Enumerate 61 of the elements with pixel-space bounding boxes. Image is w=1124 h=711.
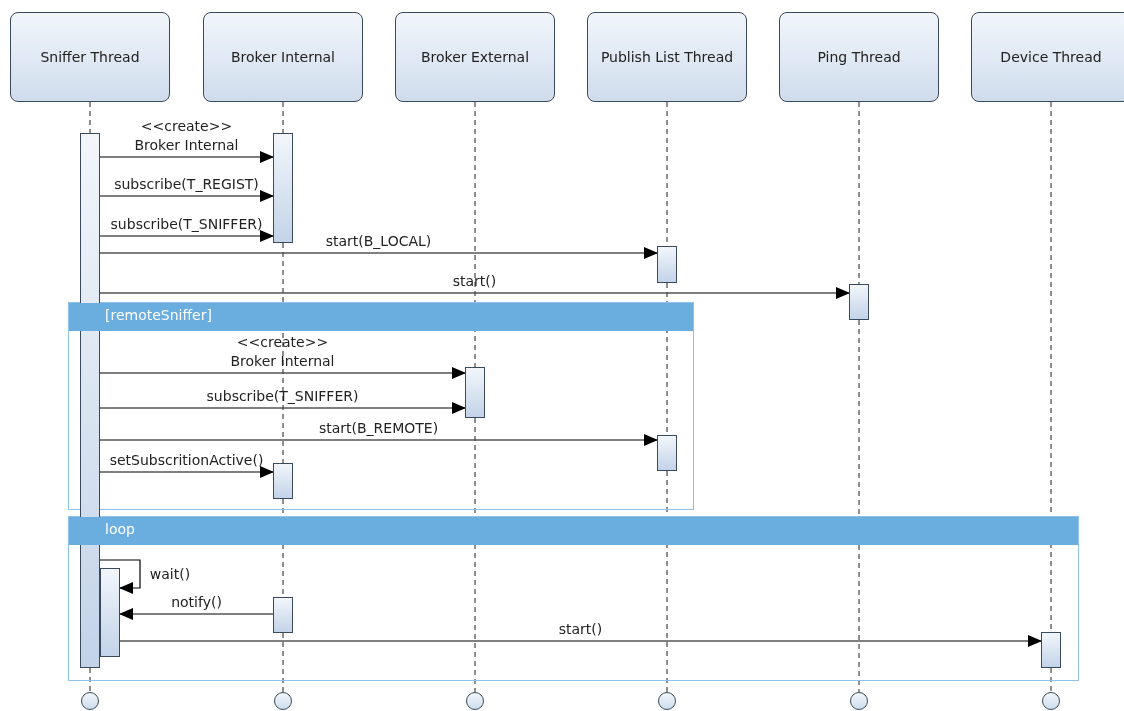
lifeline — [1050, 667, 1052, 693]
lifeline-head-box: Broker Internal — [203, 12, 363, 102]
lifeline-end-circle — [850, 692, 868, 710]
activation-bar — [272, 462, 293, 499]
message-arrow — [99, 247, 658, 259]
activation-bar — [1040, 631, 1061, 668]
lifeline — [666, 470, 668, 693]
lifeline-end-circle — [274, 692, 292, 710]
message-label: start(B_REMOTE) — [318, 419, 439, 438]
message-arrow — [99, 190, 274, 202]
activation-bar — [273, 133, 293, 243]
activation-bar — [656, 434, 677, 471]
lifeline-head-box: Sniffer Thread — [10, 12, 170, 102]
lifeline — [858, 101, 860, 285]
combined-fragment-frame — [68, 302, 694, 510]
self-message-arrow — [99, 559, 141, 594]
lifeline — [89, 101, 91, 134]
message-label: setSubscritionActive() — [109, 451, 264, 470]
message-label: start() — [558, 620, 603, 639]
fragment-guard-label: loop — [105, 521, 135, 537]
lifeline-end-circle — [658, 692, 676, 710]
lifeline-end-circle — [1042, 692, 1060, 710]
message-label: start(B_LOCAL) — [325, 232, 432, 251]
activation-bar — [272, 596, 293, 633]
lifeline — [282, 101, 284, 134]
activation-bar — [80, 133, 100, 668]
lifeline-head-box: Broker External — [395, 12, 555, 102]
message-arrow — [99, 367, 466, 379]
message-label: subscribe(T_SNIFFER) — [206, 387, 359, 406]
activation-bar — [849, 284, 869, 320]
message-label: start() — [452, 272, 497, 291]
lifeline — [474, 417, 476, 693]
message-arrow — [99, 230, 274, 242]
lifeline — [282, 632, 284, 693]
lifeline — [282, 242, 284, 464]
message-arrow — [99, 287, 850, 299]
activation-bar — [99, 567, 120, 657]
message-label: wait() — [149, 565, 191, 584]
message-arrow — [119, 635, 1042, 647]
lifeline-end-circle — [466, 692, 484, 710]
message-arrow — [99, 466, 274, 478]
message-label: <<create>> Broker Internal — [229, 333, 336, 371]
lifeline-head-box: Publish List Thread — [587, 12, 747, 102]
lifeline-head-box: Ping Thread — [779, 12, 939, 102]
message-label: <<create>> Broker Internal — [133, 117, 240, 155]
message-label: subscribe(T_REGIST) — [114, 175, 259, 194]
message-arrow — [99, 151, 274, 163]
lifeline — [474, 101, 476, 368]
lifeline-head-box: Device Thread — [971, 12, 1124, 102]
message-arrow — [99, 434, 658, 446]
lifeline — [858, 319, 860, 693]
message-label: notify() — [171, 593, 222, 612]
activation-bar — [657, 246, 677, 283]
message-arrow — [119, 608, 274, 620]
lifeline-end-circle — [81, 692, 99, 710]
fragment-guard-label: [remoteSniffer] — [105, 307, 212, 323]
message-label: subscribe(T_SNIFFER) — [110, 215, 263, 234]
lifeline — [89, 667, 91, 693]
message-arrow — [99, 402, 466, 414]
activation-bar — [464, 366, 485, 418]
combined-fragment-frame — [68, 516, 1079, 681]
